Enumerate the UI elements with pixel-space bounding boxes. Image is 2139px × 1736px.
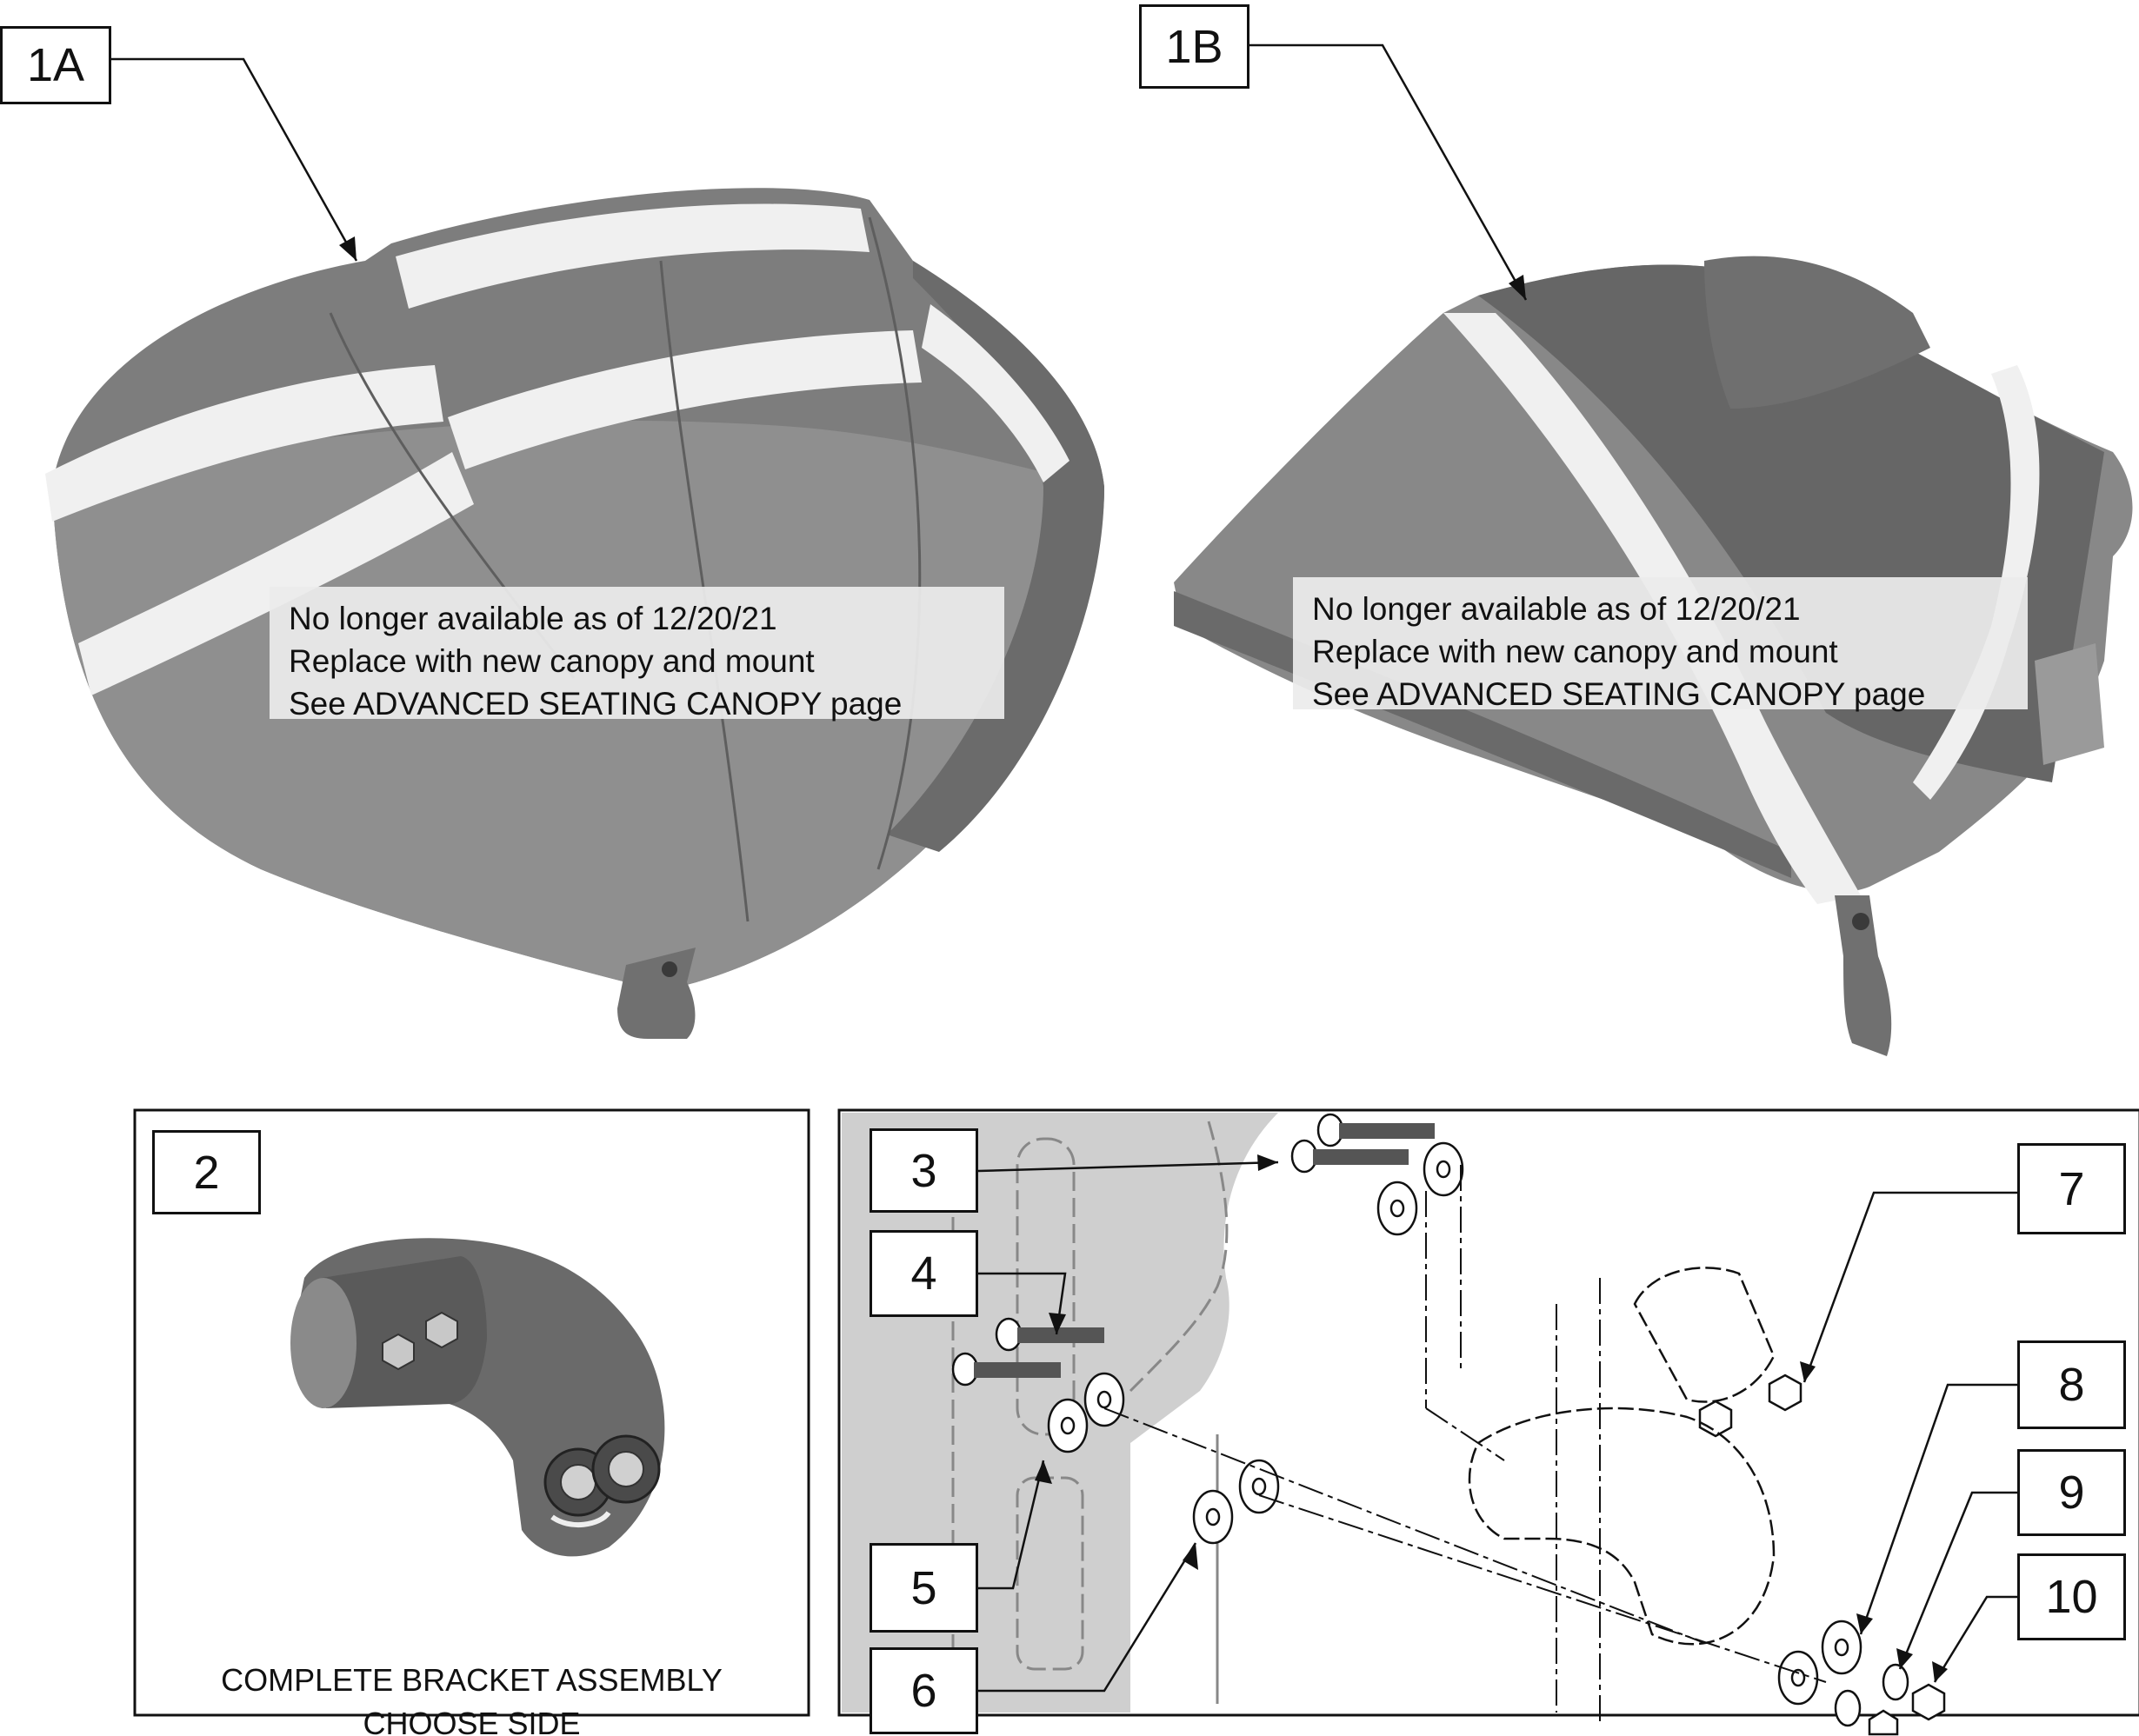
- discontinued-notice-1b: No longer available as of 12/20/21 Repla…: [1293, 577, 2028, 712]
- caption-line-2: CHOOSE SIDE: [363, 1706, 581, 1736]
- discontinued-notice-1a: No longer available as of 12/20/21 Repla…: [270, 587, 1004, 722]
- exploded-view-frame: [837, 1108, 2139, 1717]
- bracket-phantom-illustration: [1468, 1267, 1776, 1646]
- callout-9: 9: [2017, 1449, 2126, 1536]
- hardware-illustration: [951, 1113, 1946, 1736]
- callout-7: 7: [2017, 1143, 2126, 1234]
- notice-line-3: See ADVANCED SEATING CANOPY page: [289, 686, 903, 722]
- callout-4: 4: [870, 1230, 978, 1317]
- panel-2-frame: [133, 1108, 810, 1717]
- notice-line-1: No longer available as of 12/20/21: [289, 601, 777, 636]
- callout-3: 3: [870, 1128, 978, 1213]
- callout-5: 5: [870, 1543, 978, 1633]
- caption-line-1: COMPLETE BRACKET ASSEMBLY: [221, 1662, 723, 1698]
- centerline-illustration: [1103, 1165, 1827, 1721]
- notice-line-2: Replace with new canopy and mount: [289, 643, 815, 679]
- notice-line-2: Replace with new canopy and mount: [1312, 634, 1838, 669]
- bracket-assembly-caption: COMPLETE BRACKET ASSEMBLY CHOOSE SIDE: [135, 1659, 809, 1736]
- callout-10: 10: [2017, 1553, 2126, 1640]
- notice-line-1: No longer available as of 12/20/21: [1312, 591, 1801, 627]
- callout-8: 8: [2017, 1340, 2126, 1429]
- callout-1b: 1B: [1139, 4, 1249, 89]
- callout-1a: 1A: [0, 26, 111, 104]
- bracket-assembly-illustration: [290, 1238, 665, 1557]
- callout-2: 2: [152, 1130, 261, 1214]
- notice-line-3: See ADVANCED SEATING CANOPY page: [1312, 676, 1926, 712]
- callout-6: 6: [870, 1647, 978, 1734]
- leader-arrowheads: [339, 236, 1948, 1682]
